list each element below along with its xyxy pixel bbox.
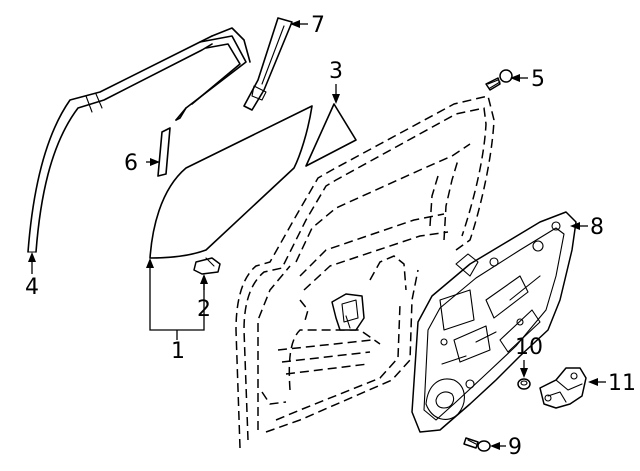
callout-3: 3: [329, 59, 343, 84]
callout-9: 9: [508, 435, 522, 460]
door-shell-dashed: [235, 95, 495, 449]
door-latch-bracket: [331, 293, 365, 331]
callout-10: 10: [515, 335, 543, 360]
part-11-window-motor: [539, 367, 587, 409]
part-4-window-channel: [27, 35, 213, 253]
part-9-bolt: [463, 437, 491, 452]
part-5-screw: [485, 69, 513, 91]
part-6-seal-strip: [157, 127, 171, 177]
callout-1: 1: [171, 339, 185, 364]
part-1-door-glass: [149, 105, 313, 259]
part-7-division-channel: [175, 17, 293, 121]
callout-8: 8: [590, 215, 604, 240]
callout-4: 4: [25, 275, 39, 300]
callout-2: 2: [197, 297, 211, 322]
part-2-glass-clip: [193, 257, 221, 275]
callout-6: 6: [124, 151, 138, 176]
leader-lines: [28, 20, 606, 450]
callout-11: 11: [608, 371, 636, 396]
part-8-window-regulator: [411, 211, 577, 433]
part-3-quarter-glass: [305, 103, 357, 167]
part-10-grommet: [517, 378, 531, 390]
callout-7: 7: [311, 13, 325, 38]
callout-labels: 1 2 3 4 5 6 7 8 9 10 11: [25, 13, 636, 460]
callout-5: 5: [531, 67, 545, 92]
